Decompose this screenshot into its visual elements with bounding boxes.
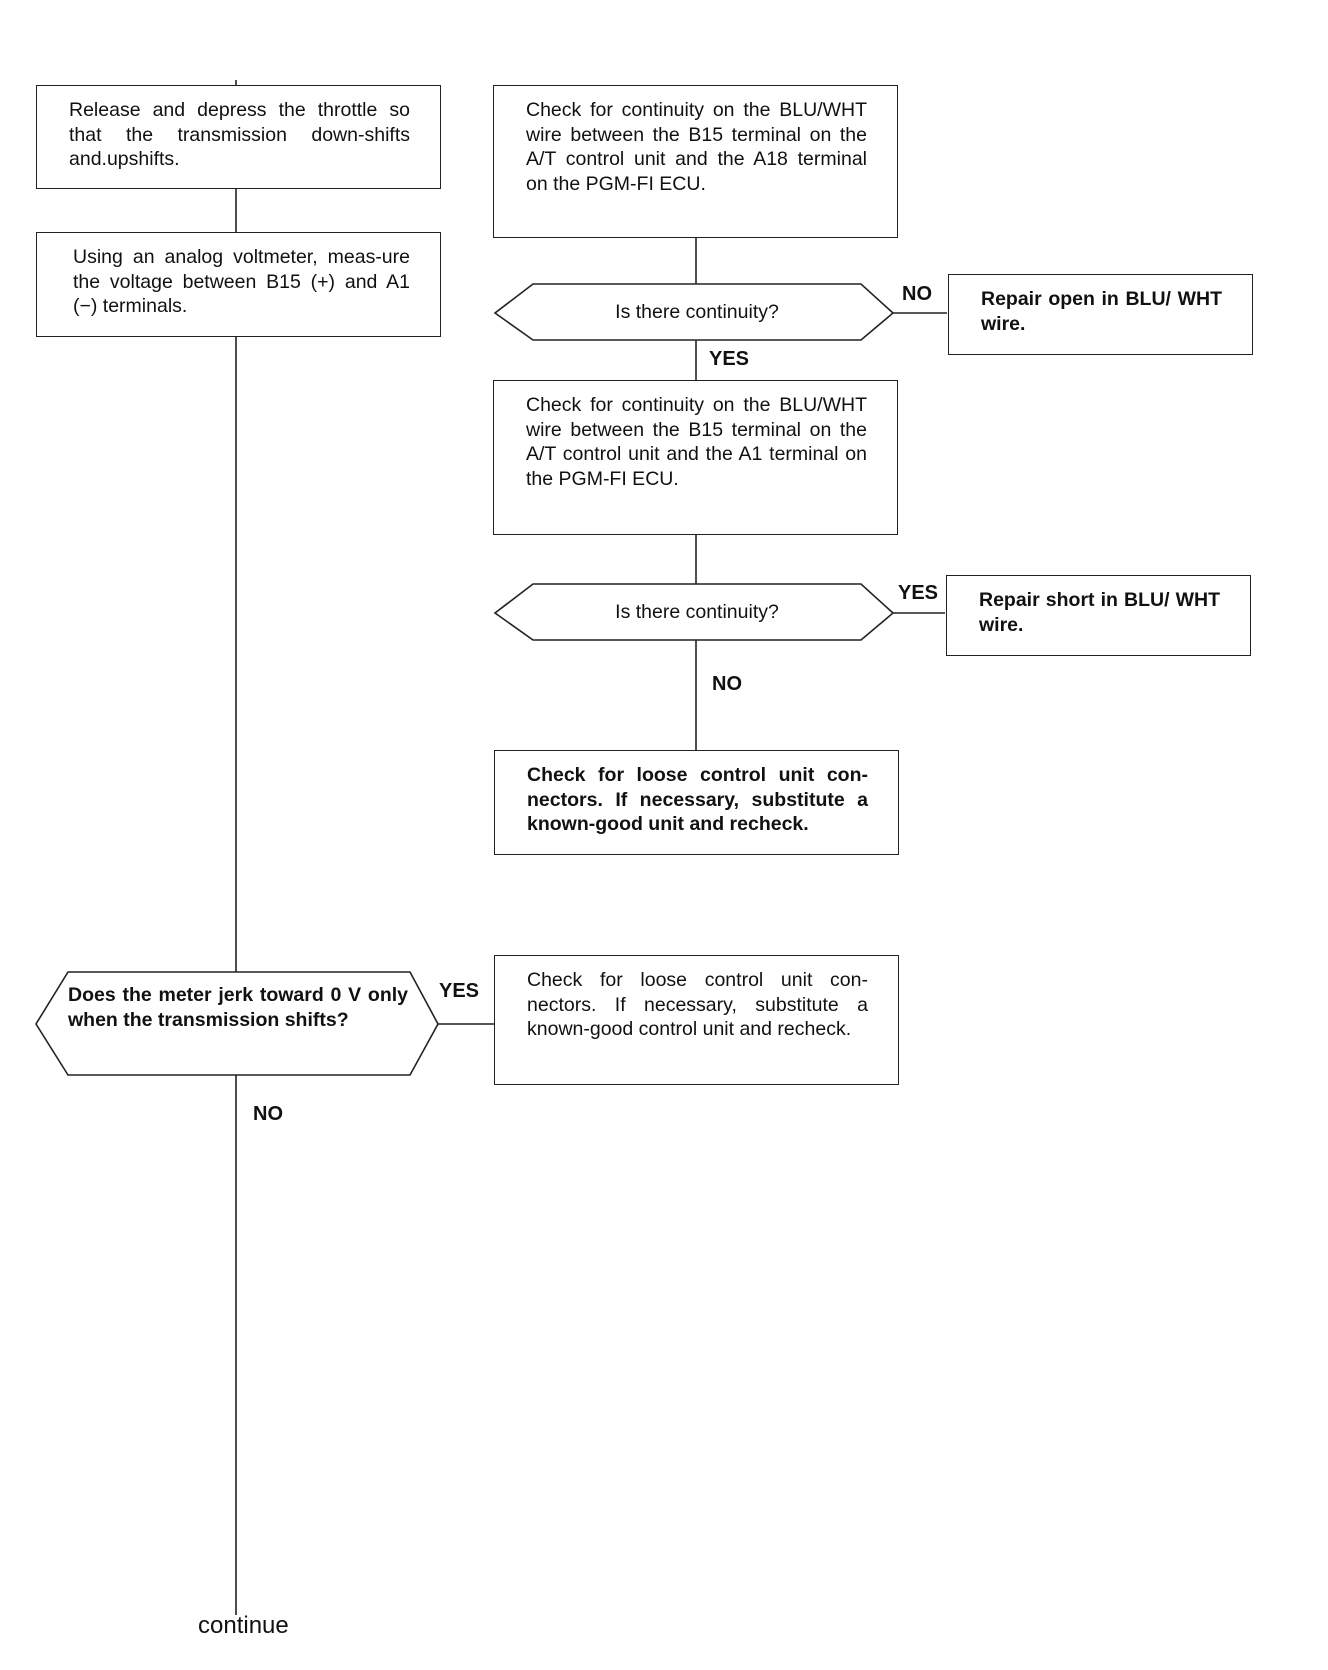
decision-left-hexagon [35,971,439,1076]
decision2-hexagon [493,583,895,641]
label-decision-no: NO [253,1103,283,1125]
step-check-control-unit: Check for loose control unit con-nectors… [494,955,899,1085]
step-measure-voltage: Using an analog voltmeter, meas-ure the … [36,232,441,337]
label-decision1-yes: YES [709,348,750,370]
decision1-hexagon [493,283,895,341]
decision-continuity-1: Is there continuity? [615,301,779,323]
label-decision2-no: NO [712,673,742,695]
step-repair-short: Repair short in BLU/ WHT wire. [946,575,1251,656]
step-check-continuity-a1: Check for continuity on the BLU/WHT wire… [493,380,898,535]
step-repair-open: Repair open in BLU/ WHT wire. [948,274,1253,355]
label-decision2-yes: YES [898,582,939,604]
decision-continuity-2: Is there continuity? [615,601,779,623]
step-check-continuity-a18: Check for continuity on the BLU/WHT wire… [493,85,898,238]
step-release-throttle: Release and depress the throttle so that… [36,85,441,189]
label-decision1-no: NO [902,283,932,305]
label-decision-yes: YES [439,980,480,1002]
step-check-connectors: Check for loose control unit con-nectors… [494,750,899,855]
decision-meter-jerk: Does the meter jerk toward 0 V only when… [68,984,408,1031]
continue-label: continue [198,1612,289,1639]
